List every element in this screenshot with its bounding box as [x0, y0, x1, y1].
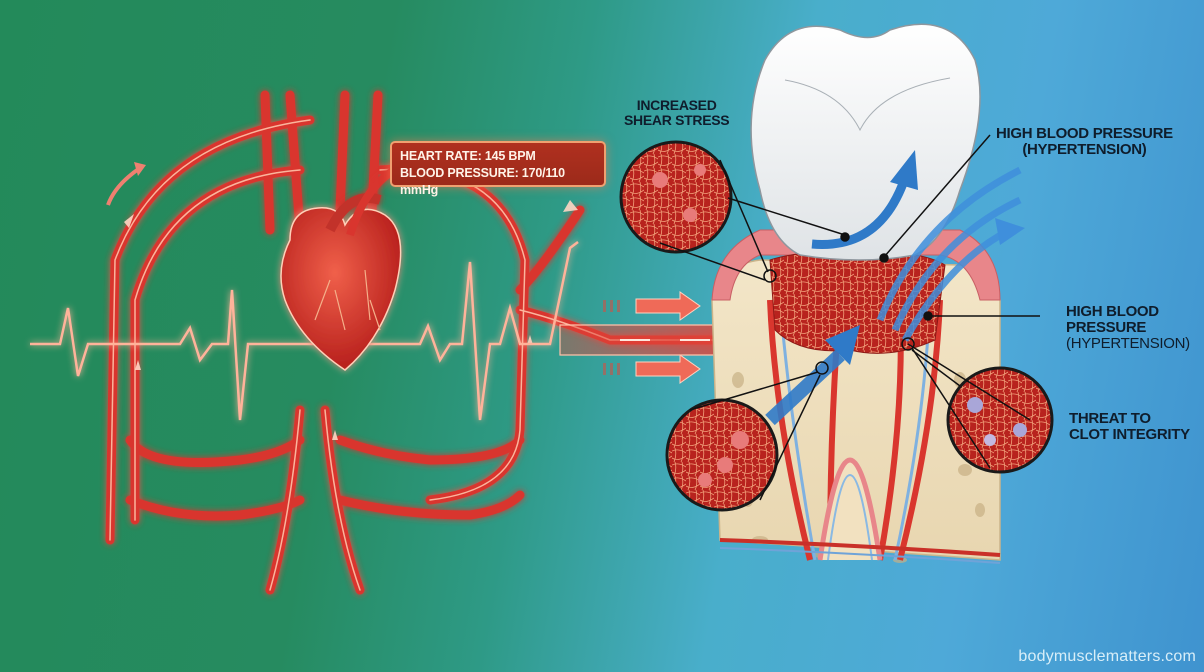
magnifier-top-left — [619, 140, 733, 254]
flow-arrow-icons — [124, 200, 578, 440]
vitals-callout: HEART RATE: 145 BPM BLOOD PRESSURE: 170/… — [390, 141, 606, 197]
label-high-blood-pressure-top: HIGH BLOOD PRESSURE (HYPERTENSION) — [996, 125, 1173, 158]
magnifier-right — [946, 366, 1054, 474]
blood-pressure-text: BLOOD PRESSURE: 170/110 mmHg — [400, 166, 565, 197]
callout-leader-lines — [659, 134, 1040, 501]
magnified-clot-views — [619, 140, 1054, 512]
label-threat-to-clot-integrity: THREAT TO CLOT INTEGRITY — [1069, 410, 1190, 443]
label-increased-shear-stress: INCREASED SHEAR STRESS — [624, 97, 730, 128]
label-high-blood-pressure-mid: HIGH BLOOD PRESSURE (HYPERTENSION) — [1066, 303, 1190, 352]
ecg-line — [30, 241, 579, 421]
heart-rate-text: HEART RATE: 145 BPM — [400, 149, 536, 163]
curved-arrow-icon — [106, 166, 142, 206]
watermark: bodymusclematters.com — [1018, 648, 1196, 665]
magnifier-bottom-left — [665, 398, 779, 512]
heart-illustration — [280, 156, 421, 371]
tooth-socket-cross-section — [711, 23, 1025, 564]
